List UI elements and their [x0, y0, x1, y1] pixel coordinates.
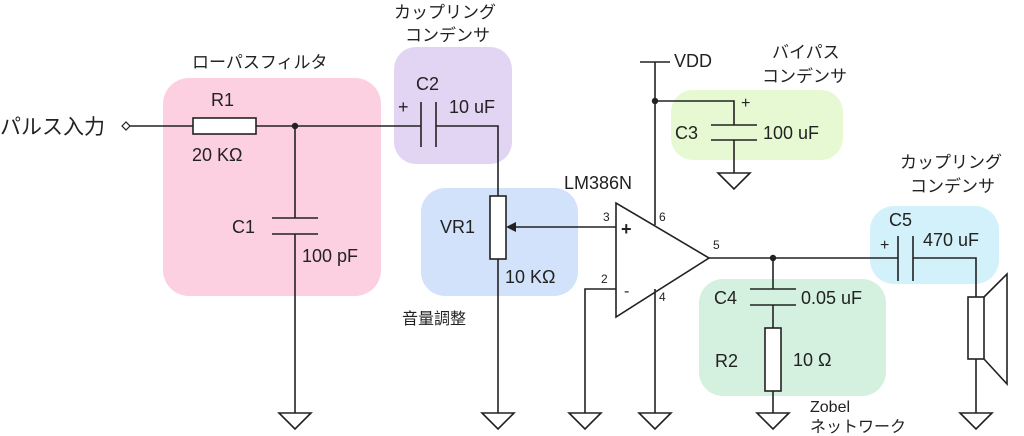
ground-icon [480, 412, 516, 431]
c5-value: 470 uF [923, 230, 979, 250]
c5-polarity: + [880, 237, 889, 254]
zobel-label-1: Zobel [810, 399, 850, 416]
c1-name: C1 [232, 217, 255, 237]
c1-value: 100 pF [302, 246, 358, 266]
ground-icon [716, 172, 752, 191]
wire-vdd-c3 [655, 100, 735, 125]
ic-label: LM386N [564, 173, 632, 193]
coupling1-region [394, 47, 512, 164]
ground-icon [277, 412, 313, 431]
r1-name: R1 [211, 90, 234, 110]
coupling1-label-2: コンデンサ [405, 25, 490, 46]
pin2-label: 2 [601, 272, 608, 286]
coupling2-region [870, 206, 999, 284]
vr1-value: 10 KΩ [505, 267, 555, 287]
speaker-icon[interactable] [967, 296, 985, 360]
input-terminal[interactable] [121, 121, 131, 131]
c4-name: C4 [714, 288, 737, 308]
coupling2-label-1: カップリング [900, 153, 1002, 173]
pin3-label: 3 [603, 210, 610, 224]
speaker-cone [983, 272, 1008, 387]
r1-resistor[interactable] [192, 117, 257, 135]
bypass-label-1: バイパス [772, 43, 840, 63]
wire-c5-speaker [913, 257, 977, 297]
wiper-arrow-icon [506, 222, 516, 232]
wire-pin2-gnd [584, 288, 616, 413]
c2-capacitor[interactable] [420, 102, 437, 147]
bypass-label-2: コンデンサ [762, 66, 847, 87]
lm386-amplifier[interactable] [615, 201, 711, 319]
c3-polarity: + [741, 95, 750, 112]
r1-value: 20 KΩ [192, 145, 242, 165]
c4-value: 0.05 uF [801, 288, 862, 308]
zobel-label-2: ネットワーク [810, 417, 906, 436]
c5-name: C5 [889, 210, 912, 230]
lowpass-label: ローパスフィルタ [192, 53, 328, 73]
c2-name: C2 [416, 74, 439, 94]
plus-input-label: + [621, 219, 632, 239]
wire-c2-vr1 [436, 125, 499, 196]
coupling2-label-2: コンデンサ [910, 176, 995, 197]
pin5-label: 5 [713, 238, 720, 252]
ground-icon [755, 412, 791, 431]
vr1-potentiometer[interactable] [489, 195, 507, 260]
vdd-rail [640, 61, 670, 225]
pin4-label: 4 [659, 290, 666, 304]
vr1-name: VR1 [440, 217, 475, 237]
input-label: パルス入力 [0, 115, 105, 139]
ground-icon [567, 412, 603, 431]
c3-value: 100 uF [763, 123, 819, 143]
ground-icon [958, 412, 994, 431]
c2-value: 10 uF [449, 97, 495, 117]
c2-polarity: + [398, 97, 409, 117]
c3-name: C3 [675, 123, 698, 143]
minus-input-label: - [624, 283, 629, 300]
r2-resistor[interactable] [764, 327, 782, 392]
r2-value: 10 Ω [793, 350, 831, 370]
volume-label: 音量調整 [402, 309, 466, 328]
zobel-region [699, 279, 886, 396]
coupling1-label-1: カップリング [394, 3, 496, 23]
vdd-label: VDD [674, 51, 712, 71]
ground-icon [637, 412, 673, 431]
r2-name: R2 [715, 351, 738, 371]
pin6-label: 6 [659, 210, 666, 224]
